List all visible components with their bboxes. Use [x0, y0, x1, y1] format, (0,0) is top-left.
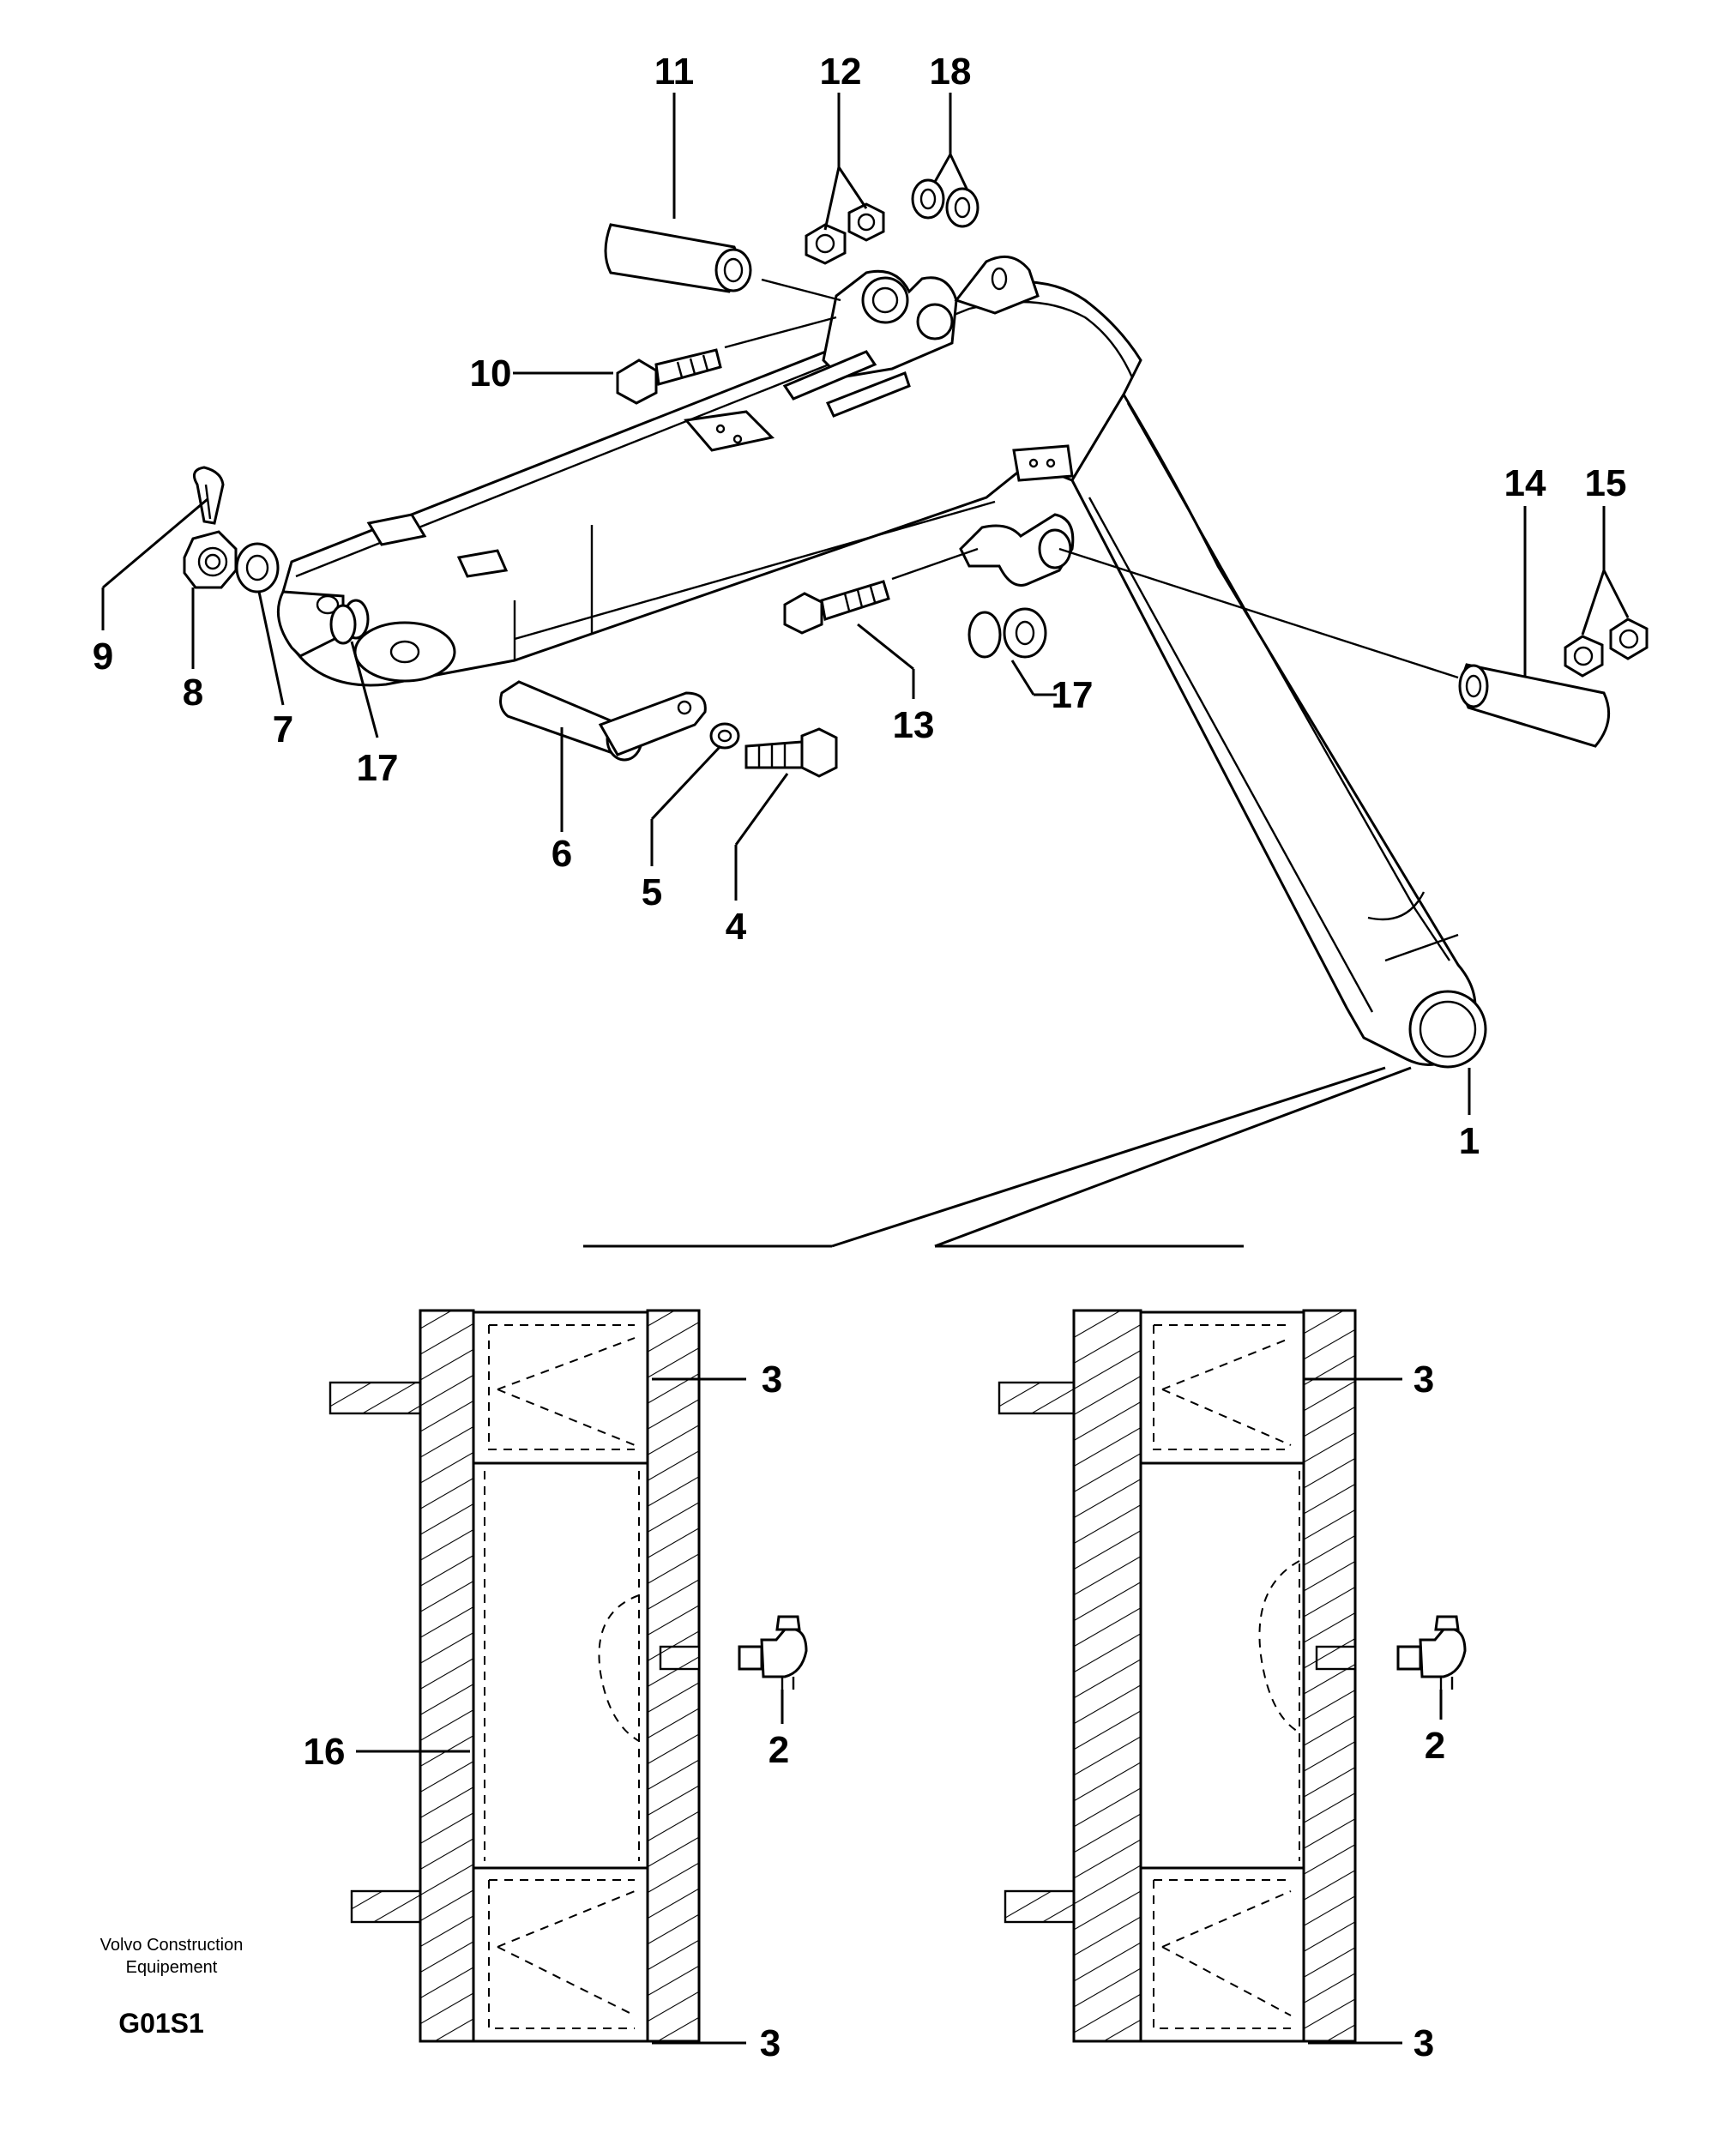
- castle-nut-8: [183, 530, 238, 589]
- shim-17-right: [967, 607, 1047, 659]
- callout-17-left: 17: [357, 747, 399, 789]
- callout-5: 5: [642, 871, 662, 913]
- callout-3-left-bottom: 3: [760, 2022, 781, 2064]
- callout-4: 4: [726, 906, 747, 948]
- brand-line-2: Equipement: [126, 1958, 218, 1977]
- bushing-section-left: [329, 1309, 808, 2045]
- pin-6: [499, 680, 707, 762]
- pin-14: [1058, 547, 1611, 748]
- callout-12: 12: [820, 51, 862, 93]
- washer-7: [235, 542, 280, 593]
- brand-line-1: Volvo Construction: [100, 1936, 244, 1955]
- bolt-4: [744, 727, 838, 778]
- callout-17-right: 17: [1052, 674, 1094, 716]
- pin-11: [604, 223, 841, 302]
- bolt-13: [783, 547, 979, 635]
- callout-14: 14: [1504, 462, 1546, 504]
- drawing-code: G01S1: [118, 2008, 204, 2039]
- bushing-section-right: [998, 1309, 1467, 2045]
- callout-labels: 11 12 18 10 9 8 7 17 6 5 4 13 17 14 15 1…: [93, 51, 1627, 2064]
- bolt-10: [616, 316, 837, 405]
- nuts-15: [1564, 618, 1649, 678]
- callout-11: 11: [654, 51, 695, 93]
- nuts-12: [805, 202, 885, 265]
- callout-3-right-top: 3: [1414, 1359, 1434, 1401]
- callout-7: 7: [273, 708, 293, 750]
- washers-18: [911, 178, 980, 228]
- leader-lines-top: [101, 93, 1630, 1248]
- footer: Volvo Construction Equipement G01S1: [100, 1936, 244, 2039]
- boom: [276, 255, 1487, 1069]
- washer-5: [709, 722, 740, 750]
- callout-15: 15: [1585, 462, 1627, 504]
- callout-2-right: 2: [1425, 1725, 1445, 1767]
- callout-3-left-top: 3: [762, 1359, 782, 1401]
- split-pin-9: [192, 466, 225, 525]
- callout-16: 16: [304, 1731, 346, 1773]
- callout-6: 6: [552, 833, 572, 875]
- callout-13: 13: [893, 704, 935, 746]
- callout-8: 8: [183, 672, 203, 714]
- callout-2-left: 2: [769, 1729, 789, 1771]
- callout-3-right-bottom: 3: [1414, 2022, 1434, 2064]
- callout-10: 10: [470, 352, 512, 395]
- shim-17-left: [329, 599, 370, 645]
- callout-18: 18: [930, 51, 972, 93]
- callout-9: 9: [93, 636, 113, 678]
- callout-1: 1: [1459, 1120, 1480, 1162]
